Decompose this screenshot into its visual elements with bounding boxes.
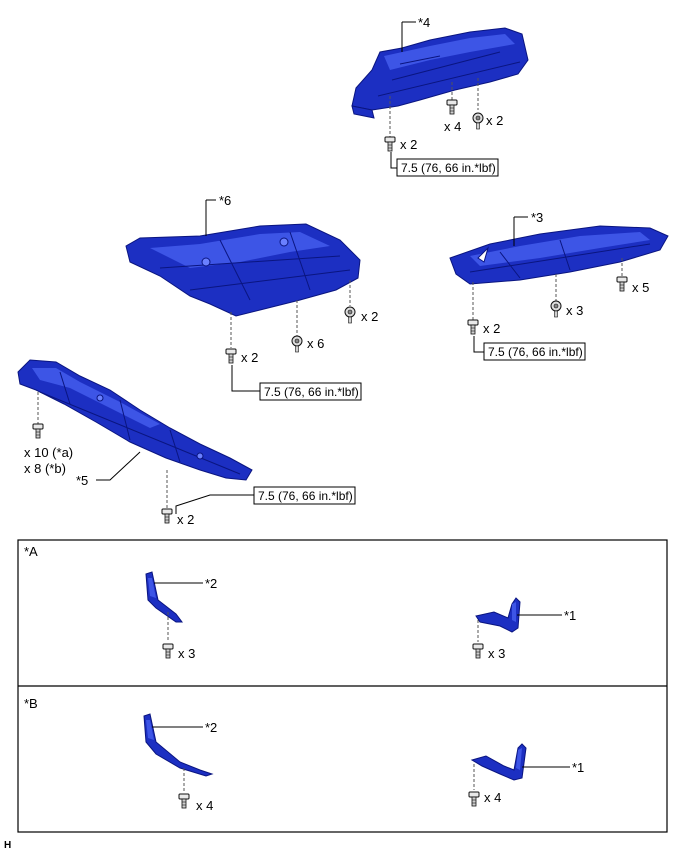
bolt-icon [472, 643, 484, 659]
label-part-4: *4 [418, 15, 430, 30]
qty-x2-part6-clip: x 2 [361, 309, 378, 324]
qty-x4-part2-b: x 4 [196, 798, 213, 813]
leader-5 [96, 451, 141, 481]
clip-icon [344, 306, 356, 324]
bolt-icon [384, 136, 396, 152]
qty-x3-part1-a: x 3 [488, 646, 505, 661]
label-part-1-b: *1 [572, 760, 584, 775]
qty-x5-part3: x 5 [632, 280, 649, 295]
torque-value-5: 7.5 (76, 66 in.*lbf) [258, 489, 353, 503]
qty-x2-part4-clip: x 2 [486, 113, 503, 128]
label-part-2-a: *2 [205, 576, 217, 591]
torque-leader-6 [231, 365, 260, 392]
qty-x6-part6: x 6 [307, 336, 324, 351]
bolt-icon [467, 319, 479, 335]
bolt-icon [616, 276, 628, 292]
torque-leader-4 [390, 152, 397, 169]
footer-code: H [4, 840, 11, 851]
label-part-5: *5 [76, 473, 88, 488]
qty-x2-part5-bolt: x 2 [177, 512, 194, 527]
bolt-icon [161, 508, 173, 524]
label-part-1-a: *1 [564, 608, 576, 623]
clip-icon [291, 335, 303, 353]
qty-x2-part6-bolt: x 2 [241, 350, 258, 365]
section-label-a: *A [24, 544, 38, 559]
qty-x3-part3: x 3 [566, 303, 583, 318]
bolt-icon [225, 348, 237, 364]
qty-x4-part1-b: x 4 [484, 790, 501, 805]
clip-icon [472, 112, 484, 130]
torque-box-6 [259, 382, 362, 401]
label-part-3: *3 [531, 210, 543, 225]
qty-x2-part4-bolt: x 2 [400, 137, 417, 152]
torque-box-4 [396, 158, 499, 177]
torque-leader-3 [473, 336, 484, 353]
engine-under-cover-4 [351, 27, 529, 119]
engine-under-cover-6 [125, 223, 361, 317]
torque-box-3 [483, 342, 586, 361]
bolt-icon [162, 643, 174, 659]
label-part-6: *6 [219, 193, 231, 208]
torque-value-3: 7.5 (76, 66 in.*lbf) [488, 345, 583, 359]
qty-x2-part3-bolt: x 2 [483, 321, 500, 336]
torque-value-4: 7.5 (76, 66 in.*lbf) [401, 161, 496, 175]
engine-under-cover-3 [449, 225, 669, 285]
qty-x4-part4: x 4 [444, 119, 461, 134]
bolt-icon [32, 423, 44, 439]
torque-leader-5 [175, 494, 254, 514]
torque-box-5 [253, 486, 356, 505]
label-part-2-b: *2 [205, 720, 217, 735]
qty-x3-part2-a: x 3 [178, 646, 195, 661]
bolt-icon [468, 791, 480, 807]
bolt-icon [178, 793, 190, 809]
torque-value-6: 7.5 (76, 66 in.*lbf) [264, 385, 359, 399]
seal-part-2-b [143, 713, 214, 777]
qty-x8b-part5: x 8 (*b) [24, 461, 66, 476]
clip-icon [550, 300, 562, 318]
seal-part-2-a [145, 571, 183, 623]
seal-part-1-a [475, 597, 521, 633]
bolt-icon [446, 99, 458, 115]
qty-x10a-part5: x 10 (*a) [24, 445, 73, 460]
section-label-b: *B [24, 696, 38, 711]
seal-part-1-b [470, 743, 527, 781]
engine-under-cover-5 [17, 359, 253, 481]
